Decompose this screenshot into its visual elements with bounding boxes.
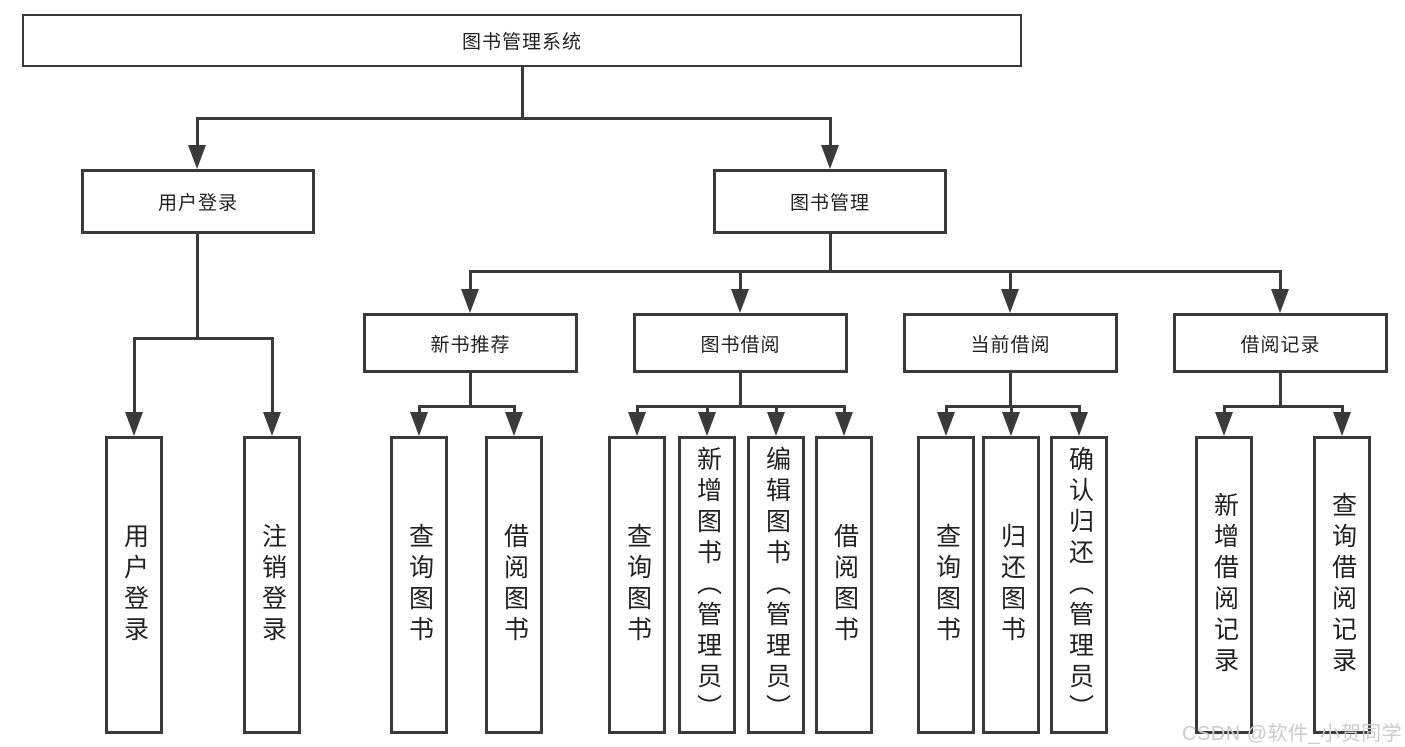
connector-arrowhead-icon [698, 412, 716, 436]
node-current-borrow: 当前借阅 [903, 313, 1118, 373]
leaf-logout: 注销登录 [243, 436, 301, 734]
connector-line [469, 373, 472, 408]
leaf-query-borrow-record: 查询借阅记录 [1313, 436, 1371, 734]
connector-arrowhead-icon [767, 412, 785, 436]
connector-line [636, 405, 639, 413]
connector-line [1078, 405, 1081, 413]
node-book-borrow: 图书借阅 [633, 313, 848, 373]
connector-line [1279, 373, 1282, 408]
connector-line [418, 405, 421, 413]
connector-arrowhead-icon [628, 412, 646, 436]
connector-line [196, 117, 199, 145]
connector-line [1009, 373, 1012, 408]
connector-line [945, 405, 948, 413]
leaf-borrow-books: 借阅图书 [815, 436, 873, 734]
csdn-watermark: CSDN @软件_小贺同学 [1182, 723, 1403, 745]
connector-arrowhead-icon [188, 145, 206, 169]
connector-arrowhead-icon [125, 412, 143, 436]
connector-line [469, 270, 472, 289]
connector-line [775, 405, 778, 413]
connector-line [739, 270, 742, 289]
node-book-management-branch: 图书管理 [713, 169, 947, 234]
connector-line [133, 337, 274, 340]
connector-line [843, 405, 846, 413]
connector-arrowhead-icon [410, 412, 428, 436]
connector-arrowhead-icon [1271, 289, 1289, 313]
connector-line [418, 405, 516, 408]
connector-line [829, 117, 832, 145]
connector-line [513, 405, 516, 413]
connector-arrowhead-icon [263, 412, 281, 436]
connector-arrowhead-icon [821, 145, 839, 169]
leaf-confirm-return-admin: 确认归还（管理员） [1050, 436, 1108, 734]
leaf-return-books: 归还图书 [982, 436, 1040, 734]
connector-line [1223, 405, 1226, 413]
connector-line [1009, 270, 1012, 289]
connector-arrowhead-icon [1215, 412, 1233, 436]
connector-line [706, 405, 709, 413]
leaf-query-books-current: 查询图书 [917, 436, 975, 734]
leaf-user-login: 用户登录 [105, 436, 163, 734]
connector-arrowhead-icon [1333, 412, 1351, 436]
leaf-add-borrow-record: 新增借阅记录 [1195, 436, 1253, 734]
node-borrow-records: 借阅记录 [1173, 313, 1388, 373]
leaf-query-books-borrow: 查询图书 [608, 436, 666, 734]
connector-line [945, 405, 1081, 408]
leaf-add-books-admin: 新增图书（管理员） [678, 436, 736, 734]
connector-arrowhead-icon [461, 289, 479, 313]
connector-line [196, 234, 199, 340]
connector-line [1279, 270, 1282, 289]
node-new-book-recommend: 新书推荐 [363, 313, 578, 373]
connector-arrowhead-icon [1001, 289, 1019, 313]
connector-arrowhead-icon [1002, 412, 1020, 436]
connector-line [829, 234, 832, 273]
connector-line [1010, 405, 1013, 413]
connector-arrowhead-icon [937, 412, 955, 436]
connector-arrowhead-icon [731, 289, 749, 313]
connector-line [1223, 405, 1344, 408]
connector-line [271, 337, 274, 413]
leaf-edit-books-admin: 编辑图书（管理员） [747, 436, 805, 734]
connector-line [196, 117, 831, 120]
connector-arrowhead-icon [835, 412, 853, 436]
connector-line [636, 405, 846, 408]
connector-line [739, 373, 742, 408]
connector-arrowhead-icon [505, 412, 523, 436]
connector-line [521, 67, 524, 120]
connector-line [1341, 405, 1344, 413]
connector-line [133, 337, 136, 413]
leaf-query-books-recommend: 查询图书 [390, 436, 448, 734]
node-root: 图书管理系统 [22, 14, 1022, 67]
node-user-login-branch: 用户登录 [81, 169, 315, 234]
connector-arrowhead-icon [1070, 412, 1088, 436]
leaf-borrow-books-recommend: 借阅图书 [485, 436, 543, 734]
connector-line [469, 270, 1282, 273]
